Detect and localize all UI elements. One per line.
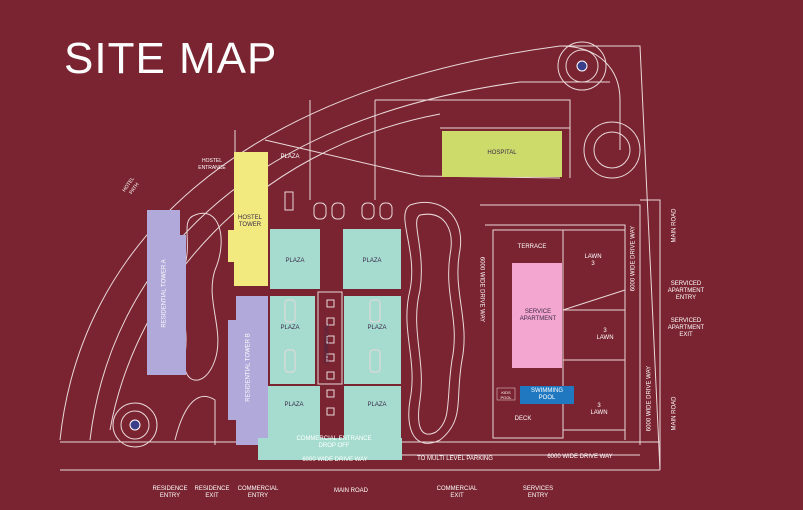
inner-road-curve-2 <box>109 113 441 431</box>
drive-way-label-right-mid: 6000 WIDE DRIVE WAY <box>646 365 653 432</box>
plaza-label-5: PLAZA <box>284 402 304 408</box>
lawn-label-top: LAWN 3 <box>584 254 602 267</box>
residence-entry-label: RESIDENCE ENTRY <box>152 486 188 499</box>
hospital-building <box>442 131 562 177</box>
plaza-label-top: PLAZA <box>280 154 300 160</box>
commercial-entry-label: COMMERCIAL ENTRY <box>237 486 279 499</box>
plaza-block-5 <box>268 386 320 438</box>
bottom-left-roundabout <box>120 410 150 440</box>
plaza-block-4 <box>344 296 401 384</box>
serviced-apartment-exit-label: SERVICED APARTMENT EXIT <box>667 318 705 338</box>
top-roundabout-road <box>559 45 621 150</box>
plaza-label-6: PLAZA <box>367 402 387 408</box>
left-drive-loop <box>181 212 222 381</box>
kids-pool <box>496 387 516 401</box>
top-roundabout <box>565 49 599 83</box>
to-parking-label: TO MULTI LEVEL PARKING <box>417 456 493 462</box>
lawn-label-mid: 3 LAWN <box>596 328 614 341</box>
page-title: SITE MAP <box>64 34 278 83</box>
kids-pool-label: KIDS POOL <box>500 390 512 400</box>
lawn-label-bottom: 3 LAWN <box>590 403 608 416</box>
serviced-apartment-entry-label: SERVICED APARTMENT ENTRY <box>667 281 705 301</box>
hostel-tower-building <box>228 152 268 286</box>
plaza-label-2: PLAZA <box>362 258 382 264</box>
inner-road-curve <box>89 81 610 441</box>
outer-road-curve <box>59 45 661 471</box>
hospital-label: HOSPITAL <box>487 150 517 156</box>
right-roundabout <box>593 131 631 169</box>
plaza-label-4: PLAZA <box>367 325 387 331</box>
commercial-exit-label: COMMERCIAL EXIT <box>436 486 478 499</box>
plaza-block-2 <box>343 229 401 289</box>
hostel-tower-label: HOSTEL TOWER <box>237 215 262 228</box>
service-apartment-building <box>512 263 562 368</box>
plaza-block-6 <box>344 386 401 438</box>
drive-way-label-bottom-left: 6000 WIDE DRIVE WAY <box>302 457 368 463</box>
plaza-block-3 <box>270 296 315 384</box>
plaza-block-1 <box>270 229 320 289</box>
plaza-label-3: PLAZA <box>280 325 300 331</box>
center-drive-loop <box>404 201 465 444</box>
drive-way-label-right-top: 6000 WIDE DRIVE WAY <box>630 225 637 292</box>
plaza-label-1: PLAZA <box>285 258 305 264</box>
drive-way-label-center: 6000 WIDE DRIVE WAY <box>478 256 485 323</box>
swimming-pool-label: SWIMMING POOL <box>531 388 563 401</box>
service-apartment-label: SERVICE APARTMENT <box>519 309 557 322</box>
swimming-pool <box>520 386 574 404</box>
commercial-drop-off-label: COMMERCIAL ENTRANCE DROP OFF <box>296 436 372 449</box>
residential-tower-a-building <box>147 210 186 375</box>
residence-exit-label: RESIDENCE EXIT <box>194 486 230 499</box>
drive-way-label-bottom-right: 6000 WIDE DRIVE WAY <box>547 454 613 460</box>
hostel-entrance-label: HOSTEL ENTRANCE <box>198 158 226 171</box>
commercial-label: COMMERCIAL <box>324 323 331 364</box>
residential-tower-b-label: RESIDENTIAL TOWER B <box>245 333 252 402</box>
residential-tower-b-building <box>228 296 268 445</box>
residential-tower-a-label: RESIDENTIAL TOWER A <box>161 259 168 328</box>
main-road-label-right-bottom: MAIN ROAD <box>671 396 678 431</box>
drop-off-area <box>258 438 402 460</box>
main-road-label-bottom: MAIN ROAD <box>333 488 368 494</box>
main-road-label-right-top: MAIN ROAD <box>671 208 678 243</box>
services-entry-label: SERVICES ENTRY <box>522 486 554 499</box>
deck-label: DECK <box>514 416 532 422</box>
terrace-label: TERRACE <box>517 244 547 250</box>
